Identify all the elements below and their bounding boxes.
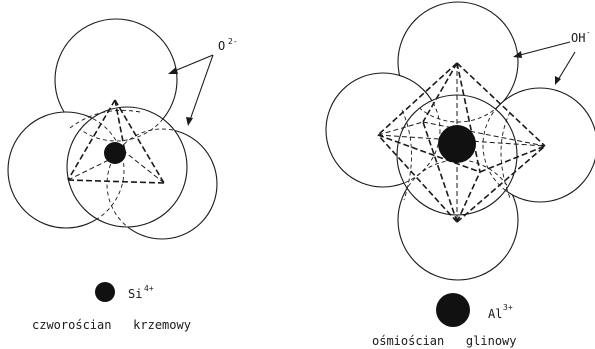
tetrahedron-hidden-contours bbox=[67, 107, 187, 227]
aluminium-ion bbox=[438, 125, 476, 163]
silicon-legend-charge: 4+ bbox=[144, 284, 154, 293]
octahedron-hidden-arc-left bbox=[401, 109, 412, 201]
octahedron-caption: ośmiościan glinowy bbox=[372, 334, 517, 348]
silica-tetrahedron-group: O 2- Si 4+ czworościan krzemowy bbox=[7, 18, 238, 332]
hydroxyl-ion-charge: - bbox=[586, 28, 591, 37]
silicon-legend-dot bbox=[95, 282, 115, 302]
tetrahedron-hidden-arc bbox=[69, 109, 141, 129]
oxygen-ion-charge: 2- bbox=[228, 37, 238, 46]
aluminium-legend-label: Al bbox=[488, 307, 502, 321]
silicon-legend-label: Si bbox=[128, 287, 142, 301]
oxygen-pointer-arrows bbox=[168, 54, 214, 126]
octahedron-edges bbox=[377, 62, 546, 223]
hydroxyl-pointer-arrows bbox=[513, 41, 576, 85]
aluminium-legend-dot bbox=[436, 293, 470, 327]
oxygen-sphere-front bbox=[66, 106, 188, 228]
tetrahedron-caption: czworościan krzemowy bbox=[32, 318, 191, 332]
alumina-octahedron-group: OH - Al 3+ ośmiościan glinowy bbox=[325, 1, 595, 348]
hydroxyl-ion-label: OH bbox=[571, 31, 585, 45]
octahedron-hidden-arc-right bbox=[500, 111, 511, 199]
oxygen-ion-label: O bbox=[218, 39, 225, 53]
silicon-ion bbox=[104, 142, 126, 164]
aluminium-legend-charge: 3+ bbox=[503, 303, 513, 312]
